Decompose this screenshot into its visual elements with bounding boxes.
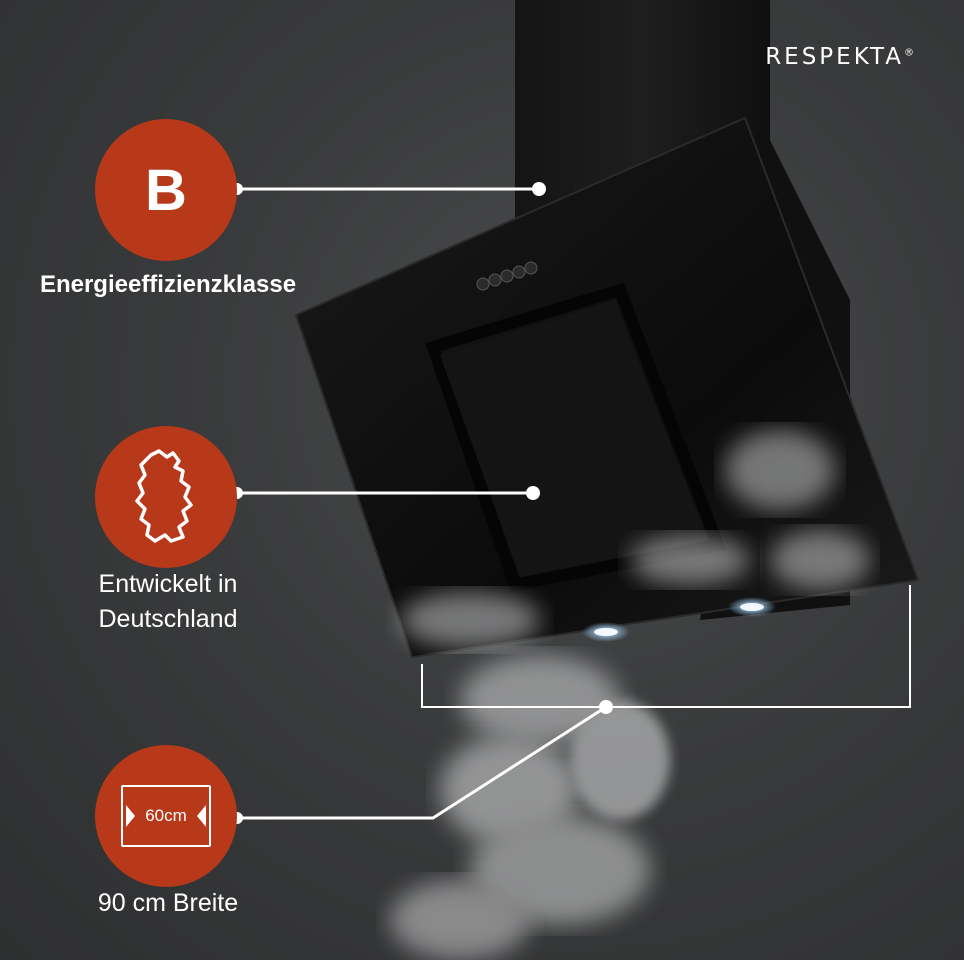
- arrow-right-icon: [197, 805, 206, 827]
- width-badge: 60cm: [95, 745, 237, 887]
- callout-lines: [237, 187, 607, 820]
- arrow-left-icon: [126, 805, 135, 827]
- origin-caption-line2: Deutschland: [98, 605, 238, 633]
- brand-name: RESPEKTA: [765, 44, 904, 70]
- hood-control-buttons: [476, 261, 538, 291]
- width-caption: 90 cm Breite: [97, 889, 239, 917]
- germany-map-icon: [135, 449, 193, 543]
- hood-led-lights: [582, 597, 776, 642]
- brand-logo: RESPEKTA®: [765, 44, 914, 70]
- energy-class-letter: B: [145, 157, 187, 223]
- origin-badge: [95, 426, 237, 568]
- width-bracket: [421, 585, 911, 708]
- width-measure-icon: 60cm: [121, 785, 211, 847]
- origin-caption-line1: Entwickelt in: [98, 570, 238, 598]
- steam-smoke: [390, 430, 870, 960]
- energy-class-caption: Energieeffizienzklasse: [39, 271, 297, 298]
- width-icon-value: 60cm: [145, 806, 187, 825]
- registered-mark: ®: [904, 47, 914, 59]
- energy-class-badge: B: [95, 119, 237, 261]
